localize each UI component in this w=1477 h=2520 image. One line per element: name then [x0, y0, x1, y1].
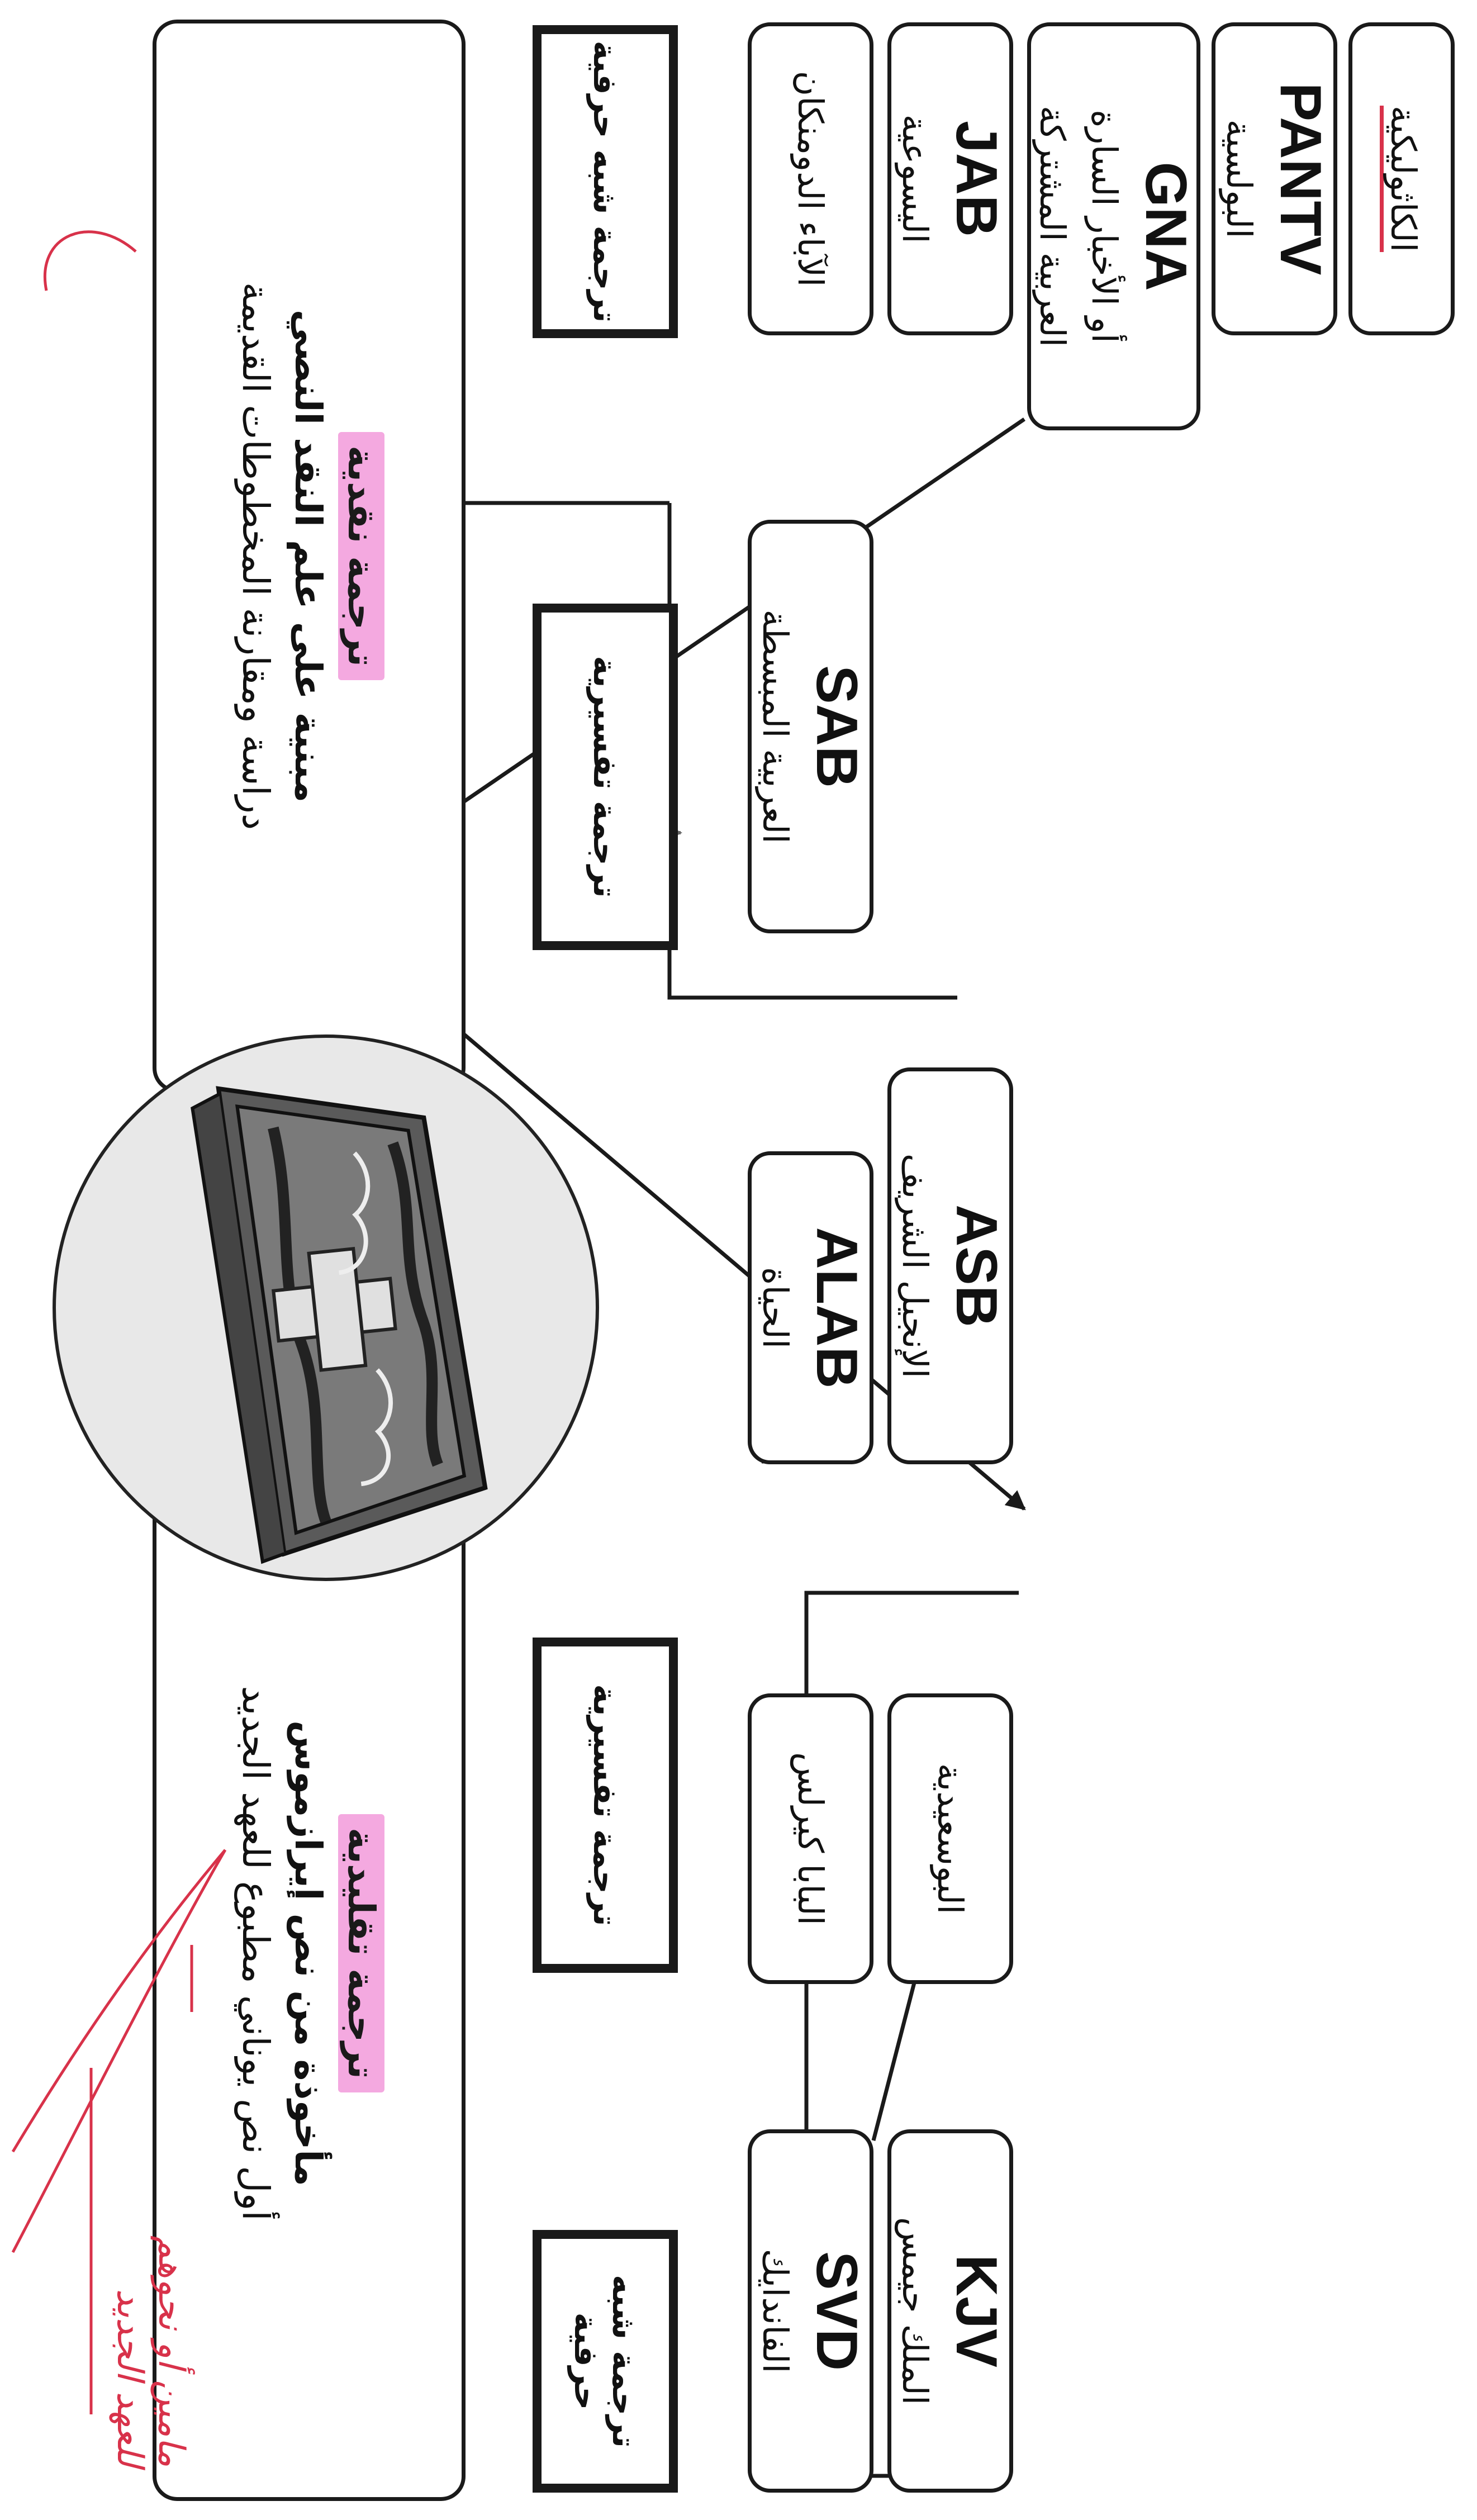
handwritten-marks: [0, 0, 1477, 2520]
diagram-page: ترجمة تقليدية مأخوذة من نص إيرازموس أول …: [0, 0, 1477, 2520]
